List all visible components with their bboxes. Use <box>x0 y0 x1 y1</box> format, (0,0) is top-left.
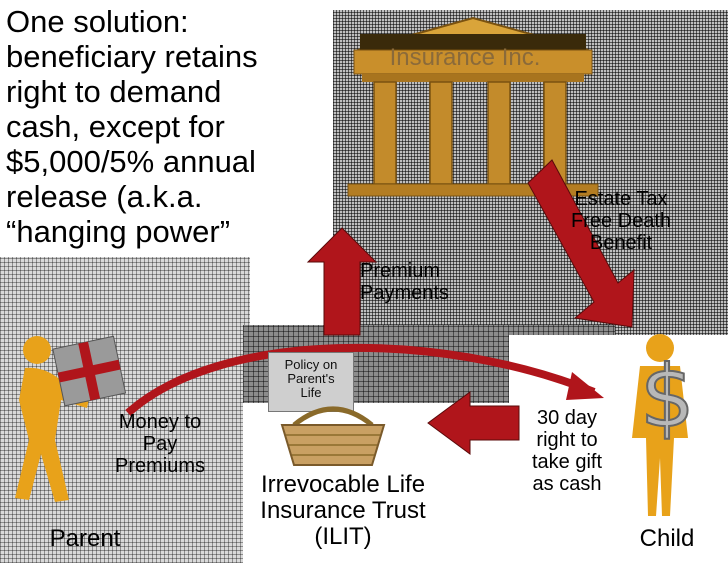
premium-arrow <box>306 227 378 336</box>
person-with-dollar-icon: $ <box>632 334 696 516</box>
death-benefit-label: Estate Tax Free Death Benefit <box>570 188 672 254</box>
policy-label: Policy on Parent's Life <box>284 357 338 400</box>
bank-building-icon <box>347 16 599 197</box>
premium-label: Premium Payments <box>360 260 449 304</box>
svg-text:$: $ <box>640 347 695 447</box>
right-label: 30 day right to take gift as cash <box>531 407 603 495</box>
gift-arrow <box>427 391 520 455</box>
child-label: Child <box>639 525 695 552</box>
parent-label: Parent <box>49 525 121 552</box>
money-arrow-head <box>566 372 604 400</box>
money-label: Money to Pay Premiums <box>114 411 205 477</box>
basket-icon <box>280 406 386 466</box>
slide-title: One solution: beneficiary retains right … <box>6 4 258 249</box>
money-arrow <box>125 343 596 416</box>
person-with-gift-icon <box>15 335 127 502</box>
death-benefit-arrow <box>527 159 635 328</box>
insurer-label: Insurance Inc. <box>389 44 541 71</box>
trust-label: Irrevocable Life Insurance Trust (ILIT) <box>260 471 426 550</box>
